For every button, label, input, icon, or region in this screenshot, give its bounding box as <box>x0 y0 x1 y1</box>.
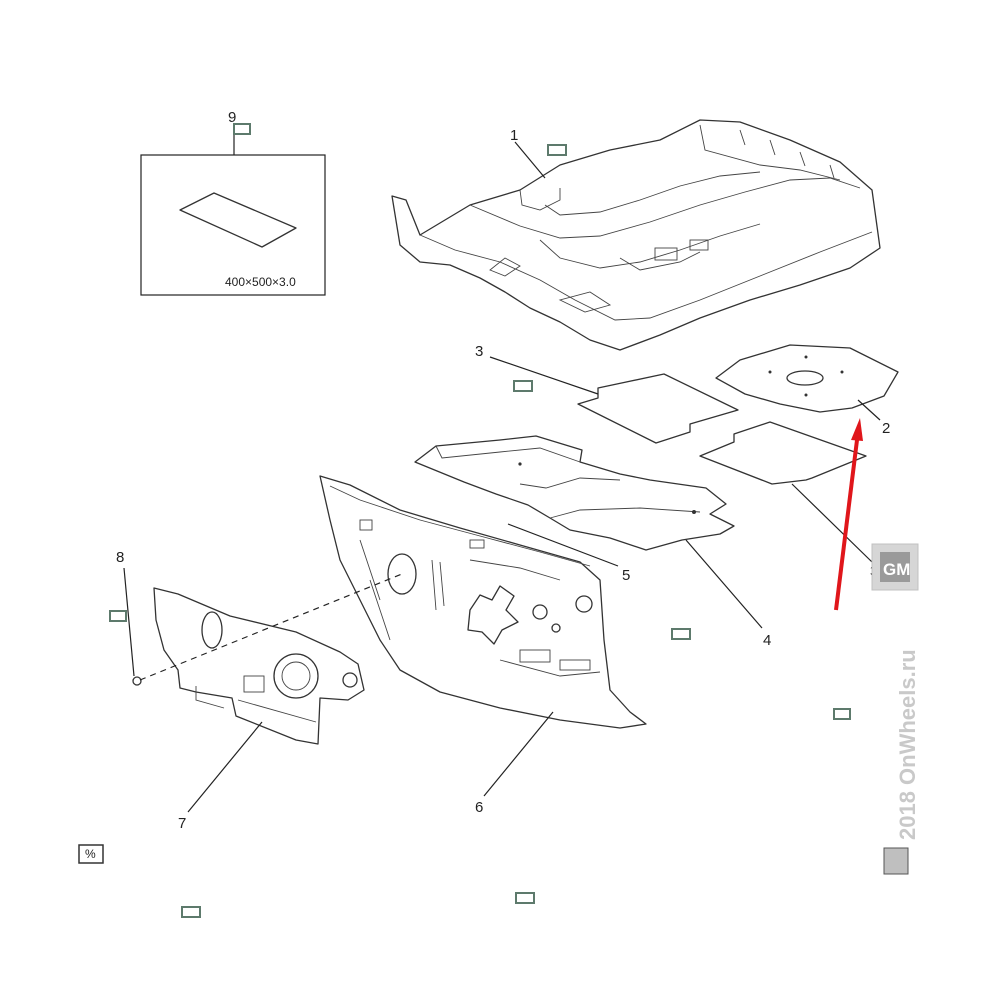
callout-6: 6 <box>475 799 483 816</box>
part-insulator-3-left <box>577 373 739 444</box>
ref-tag[interactable] <box>547 144 567 156</box>
copyright-watermark: 2018 OnWheels.ru <box>895 649 920 840</box>
leader-lines <box>123 141 881 813</box>
part-clip <box>132 676 142 686</box>
callout-1: 1 <box>510 127 518 144</box>
callout-2: 2 <box>882 420 890 437</box>
ref-tag[interactable] <box>181 906 201 918</box>
part-insulator-3-right <box>699 421 867 485</box>
callout-9: 9 <box>228 109 236 126</box>
dimension-label: 400×500×3.0 <box>225 275 296 289</box>
part-floor-carpet <box>391 119 881 351</box>
part-inner-barrier <box>153 587 365 745</box>
ref-tag[interactable] <box>513 380 533 392</box>
part-insulator-4-5 <box>414 435 735 551</box>
red-arrow-indicator <box>834 418 863 611</box>
ref-tag-labeled[interactable]: % <box>78 844 104 864</box>
ref-tag[interactable] <box>515 892 535 904</box>
callout-5: 5 <box>622 567 630 584</box>
callout-8: 8 <box>116 549 124 566</box>
callout-4: 4 <box>763 632 771 649</box>
reference-tags: % <box>78 123 851 918</box>
watermark: GM 2018 OnWheels.ru <box>871 543 920 875</box>
detail-box-insulator-sheet: 400×500×3.0 <box>140 132 326 296</box>
ref-tag[interactable] <box>233 123 251 135</box>
ref-tag[interactable] <box>109 610 127 622</box>
part-insulator-2 <box>715 344 899 413</box>
ref-tag[interactable] <box>833 708 851 720</box>
copyright-symbol-box <box>883 847 909 875</box>
ref-tag[interactable] <box>671 628 691 640</box>
ref-tag-label: % <box>85 847 96 861</box>
callout-3-left: 3 <box>475 343 483 360</box>
part-dash-barrier <box>319 475 647 729</box>
gm-logo-text: GM <box>883 560 910 579</box>
callout-7: 7 <box>178 815 186 832</box>
